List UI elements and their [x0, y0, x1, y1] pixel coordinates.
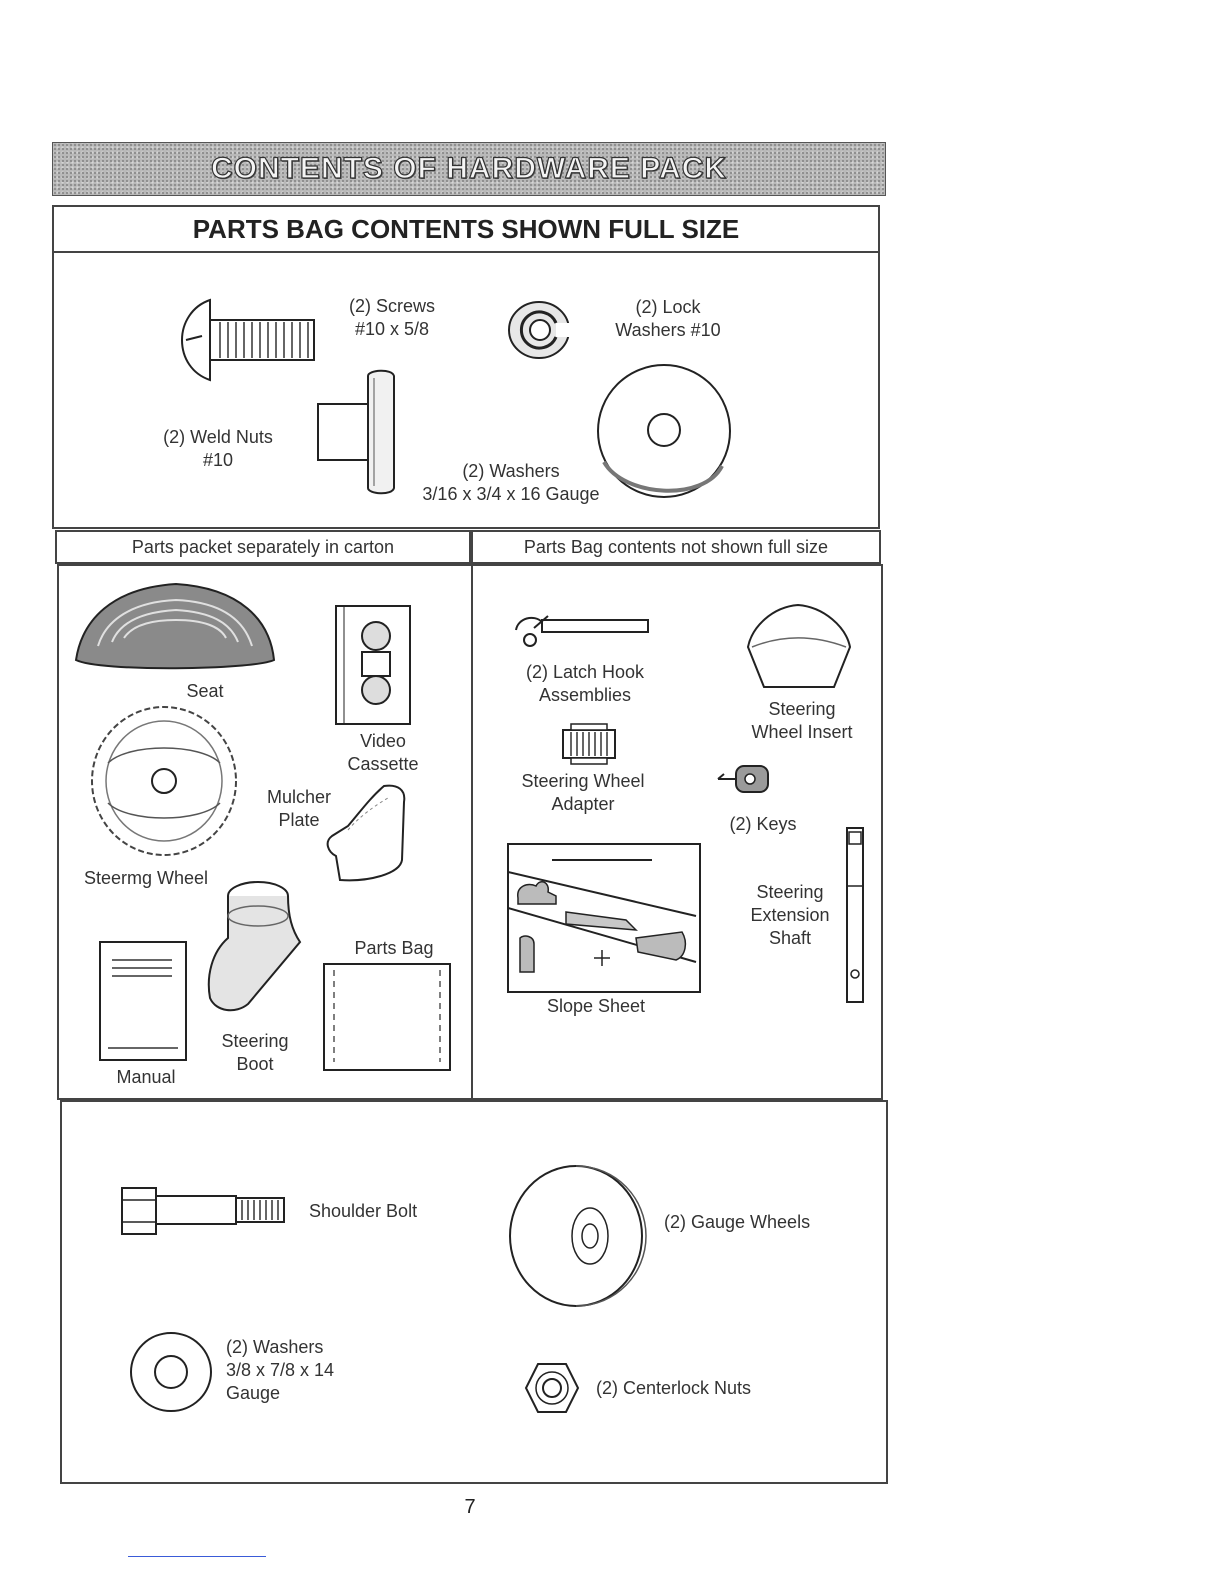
wheel-adapter-line1: Steering Wheel [521, 771, 645, 791]
bottom-section [60, 1100, 888, 1484]
slope-sheet-label: Slope Sheet [546, 996, 646, 1016]
mulcher-plate-label: Mulcher Plate [256, 786, 342, 832]
shoulder-bolt-icon [120, 1186, 286, 1236]
gauge-wheel-icon [506, 1162, 656, 1310]
wheel-insert-line2: Wheel Insert [751, 722, 853, 742]
video-cassette-label: Video Cassette [330, 730, 436, 776]
steering-wheel-icon [88, 703, 240, 859]
slope-sheet-icon [506, 842, 702, 994]
steering-wheel-insert-icon [742, 601, 854, 691]
mulcher-label-line1: Mulcher [266, 787, 332, 807]
video-cassette-icon [334, 604, 412, 726]
bottom-washers-line1: (2) Washers [226, 1337, 324, 1357]
steering-extension-shaft-label: Steering Extension Shaft [740, 881, 840, 950]
footer-rule [128, 1556, 266, 1557]
full-size-section [52, 205, 880, 529]
shoulder-bolt-label: Shoulder Bolt [309, 1201, 418, 1221]
right-header-box [471, 530, 881, 564]
extension-shaft-line1: Steering [756, 882, 824, 902]
lock-washers-qty: (2) Lock [635, 297, 701, 317]
section-title: PARTS BAG CONTENTS SHOWN FULL SIZE [192, 214, 740, 244]
weld-nut-icon [316, 366, 400, 498]
title-divider [52, 251, 880, 253]
seat-label: Seat [186, 681, 224, 701]
steering-boot-icon [204, 876, 306, 1016]
left-header-box [55, 530, 471, 564]
right-section [471, 564, 883, 1100]
steering-wheel-adapter-icon [561, 722, 617, 766]
steering-extension-shaft-icon [843, 826, 867, 1004]
manual-label: Manual [116, 1067, 176, 1087]
key-icon [716, 762, 770, 796]
extension-shaft-line3: Shaft [768, 928, 812, 948]
latch-hook-label: (2) Latch Hook Assemblies [510, 661, 660, 707]
centerlock-nuts-label: (2) Centerlock Nuts [596, 1378, 752, 1398]
parts-bag-icon [322, 962, 452, 1072]
washer-icon [594, 362, 734, 500]
bottom-washers-label: (2) Washers 3/8 x 7/8 x 14 Gauge [226, 1336, 334, 1405]
wheel-insert-line1: Steering [768, 699, 836, 719]
steering-wheel-label: Steermg Wheel [84, 868, 209, 888]
screw-icon [172, 298, 317, 382]
gauge-wheels-label: (2) Gauge Wheels [664, 1212, 811, 1232]
bottom-washers-line3: Gauge [226, 1383, 281, 1403]
page-banner: CONTENTS OF HARDWARE PACK [52, 142, 886, 196]
steering-wheel-adapter-label: Steering Wheel Adapter [508, 770, 658, 816]
steering-boot-line2: Boot [236, 1054, 274, 1074]
screws-size: #10 x 5/8 [354, 319, 430, 339]
lock-washer-icon [506, 297, 572, 361]
video-label-line1: Video [360, 731, 406, 751]
latch-hook-line2: Assemblies [538, 685, 632, 705]
steering-boot-label: Steering Boot [212, 1030, 298, 1076]
washers-label: (2) Washers 3/16 x 3/4 x 16 Gauge [408, 460, 614, 506]
bottom-washer-icon [128, 1330, 214, 1414]
mulcher-plate-icon [318, 782, 410, 884]
weld-nuts-qty: (2) Weld Nuts [163, 427, 273, 447]
video-label-line2: Cassette [347, 754, 419, 774]
manual-icon [98, 940, 188, 1062]
page-number: 7 [464, 1496, 476, 1518]
steering-boot-line1: Steering [221, 1031, 289, 1051]
lock-washers-label: (2) Lock Washers #10 [598, 296, 738, 342]
wheel-adapter-line2: Adapter [551, 794, 615, 814]
weld-nuts-label: (2) Weld Nuts #10 [148, 426, 288, 472]
latch-hook-icon [512, 610, 652, 650]
latch-hook-line1: (2) Latch Hook [525, 662, 645, 682]
washers-qty: (2) Washers [462, 461, 560, 481]
left-header: Parts packet separately in carton [131, 537, 395, 557]
keys-label: (2) Keys [729, 814, 797, 834]
steering-wheel-insert-label: Steering Wheel Insert [742, 698, 862, 744]
extension-shaft-line2: Extension [750, 905, 830, 925]
centerlock-nut-icon [524, 1362, 580, 1414]
right-header: Parts Bag contents not shown full size [523, 537, 829, 557]
weld-nuts-size: #10 [202, 450, 234, 470]
washers-size: 3/16 x 3/4 x 16 Gauge [422, 484, 600, 504]
parts-bag-label: Parts Bag [354, 938, 434, 958]
screws-qty: (2) Screws [348, 296, 435, 316]
screws-label: (2) Screws #10 x 5/8 [332, 295, 452, 341]
banner-title: CONTENTS OF HARDWARE PACK [210, 151, 728, 185]
lock-washers-size: Washers #10 [615, 320, 721, 340]
seat-icon [72, 580, 278, 676]
mulcher-label-line2: Plate [278, 810, 320, 830]
bottom-washers-line2: 3/8 x 7/8 x 14 [226, 1360, 335, 1380]
